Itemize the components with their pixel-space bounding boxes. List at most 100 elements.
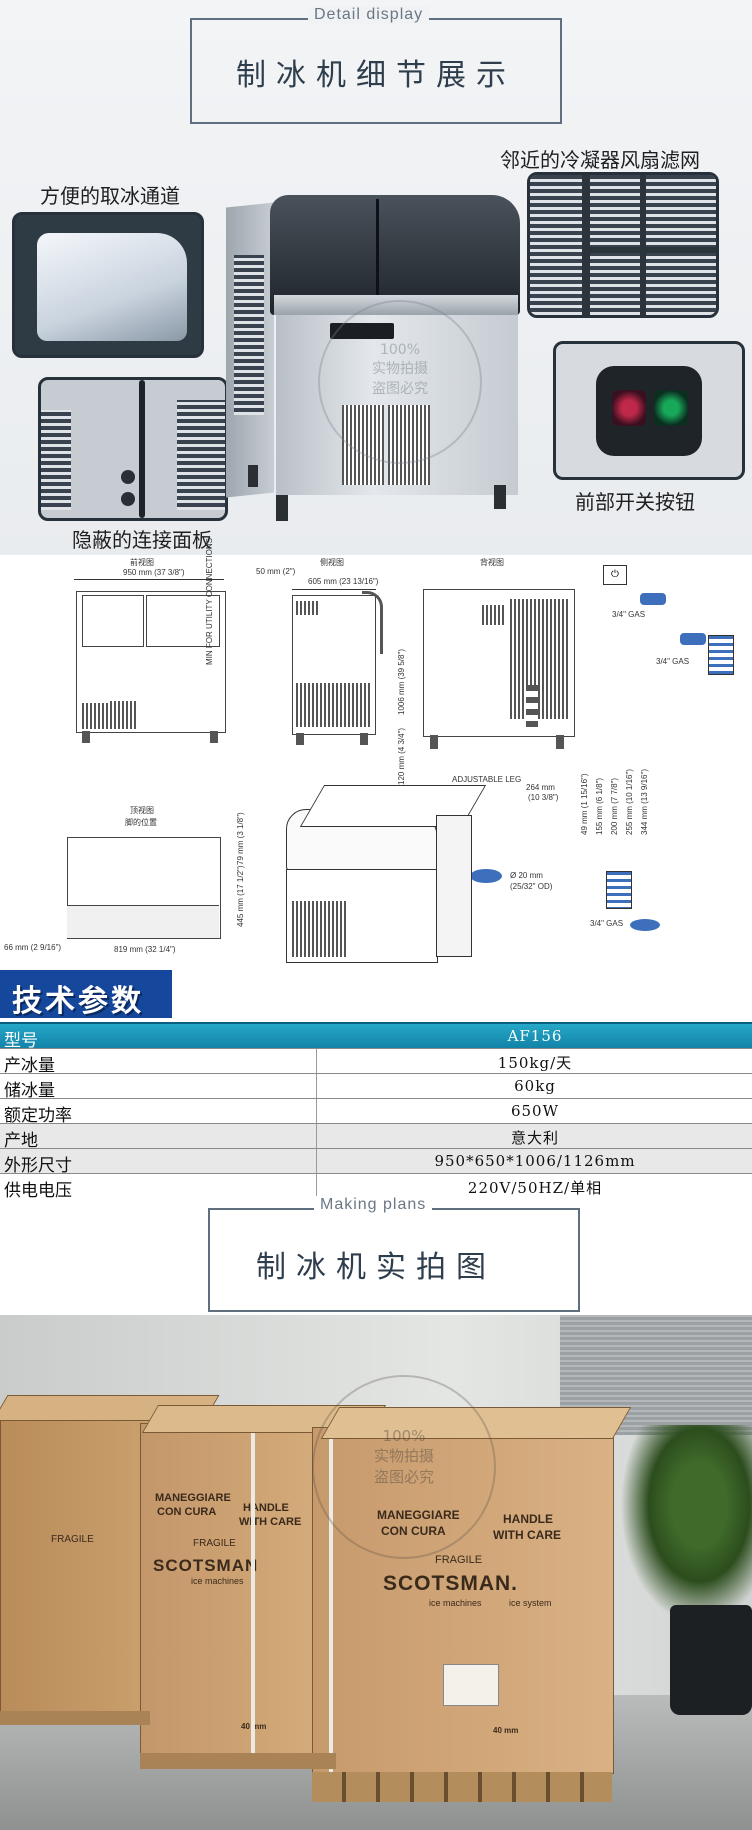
top-view-label: 顶视图 (130, 806, 154, 815)
spec-key: 外形尺寸 (4, 1156, 72, 1176)
panel-cable (139, 380, 145, 518)
iso-grille (292, 901, 348, 957)
dim-79: 79 mm (3 1/8") (236, 812, 245, 865)
spec-key: 储冰量 (4, 1081, 55, 1101)
spec-divider (316, 1149, 317, 1173)
spec-row-storage: 储冰量 60kg (0, 1074, 752, 1101)
panel-port (121, 470, 135, 484)
plant-pot (670, 1605, 752, 1715)
fan-filter-photo (527, 172, 719, 318)
machine-leg-3 (248, 465, 258, 487)
back-view-vent (510, 599, 568, 719)
side-view-leg-2 (360, 733, 368, 745)
box2-withcare: WITH CARE (239, 1516, 302, 1528)
filter-frame-h (582, 247, 716, 253)
dim-leg-120: 120 mm (4 3/4") (397, 727, 406, 785)
drain-water-icon (470, 869, 502, 883)
box3-strap (329, 1428, 333, 1773)
photo-watermark-percent: 100% (382, 1427, 426, 1445)
side-view-vent (296, 683, 370, 727)
drain-inch-label: (25/32" OD) (510, 882, 553, 891)
filter-frame-v (582, 175, 590, 315)
spec-row-model: 型号 AF156 (0, 1022, 752, 1051)
front-view-leg-r (210, 731, 218, 743)
dimension-drawings: 前视图 950 mm (37 3/8") 侧视图 50 mm (2") 605 … (0, 538, 752, 975)
back-view-label: 背视图 (480, 558, 504, 567)
spec-row-dimensions: 外形尺寸 950*650*1006/1126mm (0, 1149, 752, 1176)
box2-ice-machines: ice machines (191, 1576, 244, 1586)
watermark-seal: 100% 实物拍摄 盗图必究 (318, 300, 482, 464)
dim-819: 819 mm (32 1/4") (114, 945, 176, 954)
drain-label: Ø 20 mm (510, 871, 543, 880)
box3-label-sticker (443, 1664, 499, 1706)
side-view-label: 侧视图 (320, 558, 344, 567)
carton-box-2: MANEGGIARE CON CURA HANDLE WITH CARE FRA… (140, 1423, 338, 1755)
plant-leaves (620, 1425, 752, 1625)
ice-channel-photo (12, 212, 204, 358)
water-puddle-icon (630, 919, 660, 931)
feet-position-label: 脚的位置 (125, 818, 157, 827)
spec-value: 950*650*1006/1126mm (434, 1152, 636, 1170)
caption-ice-channel: 方便的取冰通道 (40, 184, 180, 208)
caption-fan-filter: 邻近的冷凝器风扇滤网 (500, 148, 700, 172)
box3-handle: HANDLE (503, 1512, 553, 1526)
spec-divider (316, 1049, 317, 1073)
dim-344: 344 mm (13 9/16") (640, 769, 649, 835)
box2-concura: CON CURA (157, 1506, 217, 1518)
photo-watermark-seal: 100% 实物拍摄 盗图必究 (312, 1375, 496, 1559)
box2-fragile: FRAGILE (193, 1538, 236, 1549)
box3-40mm: 40 mm (493, 1726, 519, 1735)
potted-plant (620, 1425, 752, 1715)
making-title: 制冰机实拍图 (256, 1250, 496, 1285)
spec-value: 意大利 (510, 1129, 559, 1147)
hidden-panel-vent (41, 410, 71, 510)
front-view-leg-l (82, 731, 90, 743)
spec-value: 650W (510, 1102, 560, 1120)
dim-line-605 (292, 589, 376, 590)
pallet-2 (140, 1753, 336, 1769)
spec-key: 型号 (4, 1031, 38, 1051)
watermark-warning: 盗图必究 (372, 381, 428, 397)
hidden-panel-vent-right (177, 400, 225, 510)
box3-ice-machines: ice machines (429, 1598, 482, 1608)
power-outlet-icon: ⏻ (603, 565, 627, 585)
isometric-machine (282, 785, 487, 975)
packaged-machines-photo: FRAGILE MANEGGIARE CON CURA HANDLE WITH … (0, 1315, 752, 1830)
front-switch-photo (553, 341, 745, 480)
machine-leg-2 (494, 485, 506, 509)
machine-lid-split (376, 199, 379, 315)
fan-filter-grille (530, 175, 716, 315)
caption-front-switch: 前部开关按钮 (575, 490, 695, 514)
box1-fragile: FRAGILE (51, 1534, 94, 1545)
switch-green-button[interactable] (654, 390, 688, 426)
machine-side-vent (234, 255, 264, 415)
filter-frame-v2 (640, 175, 646, 315)
spec-row-ice-output: 产冰量 150kg/天 (0, 1049, 752, 1076)
front-view-lid-right (146, 595, 220, 647)
spec-value: 220V/50HZ/单相 (467, 1179, 603, 1197)
spec-value: 150kg/天 (497, 1054, 573, 1072)
machine-leg-1 (276, 495, 288, 521)
side-view-vent-top (296, 601, 318, 615)
gas-label-1: 3/4" GAS (612, 610, 646, 619)
box3-fragile: FRAGILE (435, 1554, 483, 1566)
dim-line-950 (74, 579, 224, 580)
side-view-pipe (362, 591, 383, 654)
spec-divider (316, 1074, 317, 1098)
dim-clearance-50: 50 mm (2") (256, 567, 296, 576)
box3-scotsman: SCOTSMAN. (383, 1572, 518, 1595)
spec-badge-label: 技术参数 (12, 984, 144, 1019)
coil-icon-1 (708, 635, 734, 675)
spec-row-origin: 产地 意大利 (0, 1124, 752, 1151)
dim-66: 66 mm (2 9/16") (4, 943, 62, 952)
water-tap-icon-1 (640, 593, 666, 605)
dim-255: 255 mm (10 1/16") (625, 769, 634, 835)
switch-red-button[interactable] (612, 390, 646, 426)
carton-box-1: FRAGILE (0, 1411, 152, 1713)
back-view-leg-l (430, 735, 438, 749)
box2-strap (251, 1424, 255, 1754)
dim-49: 49 mm (1 15/16") (580, 773, 589, 835)
detail-title: 制冰机细节展示 (236, 58, 516, 93)
photo-watermark-real-shot: 实物拍摄 (373, 1447, 434, 1465)
dim-height-1006: 1006 mm (39 5/8") (397, 649, 406, 715)
